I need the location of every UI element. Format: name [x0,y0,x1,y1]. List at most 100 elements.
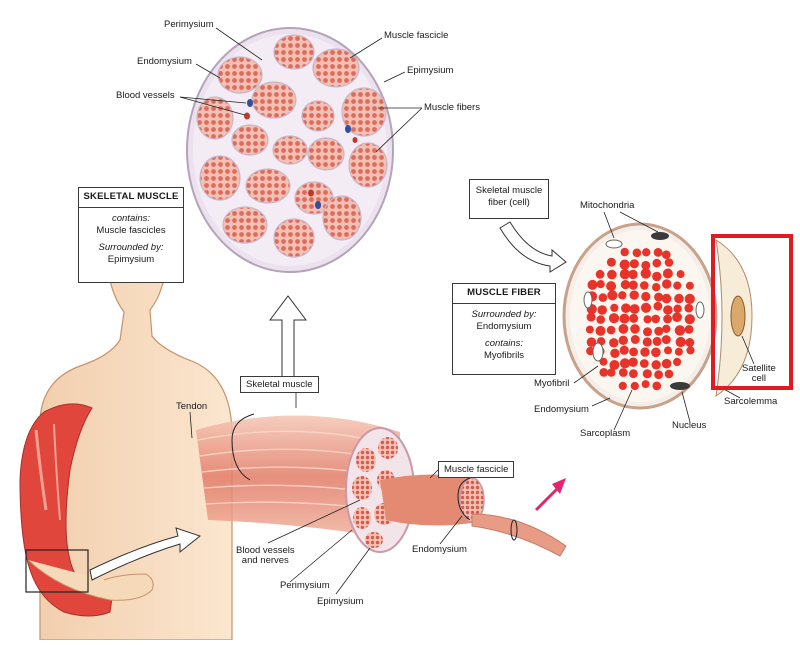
fiber-cell-box: Skeletal muscle fiber (cell) [469,179,549,219]
myofibril-dot [674,347,683,356]
myofibril-dot [661,358,672,369]
myofibril-dot [620,280,631,290]
highlight-box [711,234,793,390]
muscle-fiber-box: MUSCLE FIBER Surrounded by: Endomysium c… [452,283,556,375]
myofibril-dot [619,269,631,280]
muscle-bundle [196,413,567,557]
muscle-cross-section [186,27,394,273]
pink-arrow [534,478,566,512]
myofibril-dot [630,335,640,344]
skeletal-muscle-contains-value: Muscle fascicles [96,224,166,236]
myofibril-dot [619,313,630,324]
label-satellite-cell-line1: Satellite [742,363,776,374]
label-endomysium-top: Endomysium [137,56,192,67]
myofibril-dot [674,325,686,336]
myofibril-dot [628,357,638,367]
myofibril-dot [673,357,682,367]
myofibril-dot [606,257,616,267]
myofibril-dot [661,293,672,304]
label-satellite-cell: Satellite cell [742,363,776,385]
arrow-up-outline [269,295,307,379]
myofibril-dot [664,346,672,355]
myofibril-dot [628,280,638,290]
myofibril-dot [651,347,661,358]
myofibril-dot [686,346,695,355]
myofibril-dot [618,291,627,300]
myofibril-dot [674,293,684,304]
skeletal-muscle-surrounded-label: Surrounded by: [98,241,164,253]
myofibril-dot [621,303,631,314]
label-mitochondria: Mitochondria [580,200,635,211]
skeletal-muscle-box-title: SKELETAL MUSCLE [79,188,183,208]
label-blood-vessels-nerves: Blood vessels and nerves [236,545,295,567]
myofibril-dot [653,301,663,311]
label-blood-vessels-nerves-line1: Blood vessels [236,545,295,556]
myofibril-dot [662,324,671,333]
label-muscle-fascicle-top: Muscle fascicle [384,30,449,41]
myofibril-dot [597,305,607,315]
myofibril-dot [652,271,662,282]
myofibril-dot [676,270,685,279]
myofibril-dot [599,368,609,377]
myofibril-dot [642,369,652,379]
myofibril-dot [629,313,639,323]
myofibril-dot [662,250,671,259]
myofibril-dot [684,314,695,325]
myofibril-dot [619,345,629,355]
myofibril-dot [673,281,682,290]
myofibril-dot [587,279,598,290]
myofibril-dot [642,248,651,257]
label-sarcoplasm: Sarcoplasm [580,428,631,439]
fiber-cell-line1: Skeletal muscle [475,185,543,196]
label-sarcolemma: Sarcolemma [724,396,778,407]
arrow-to-bundle [89,527,202,581]
myofibril-dot [651,314,660,324]
myofibril-dot [628,269,638,280]
myofibril-dot [629,304,640,314]
myofibril-dot [620,247,629,257]
myofibril-dot [652,336,662,346]
myofibril-dot [663,305,673,315]
myofibril-dot [629,290,639,300]
myofibril-dot [673,304,682,313]
myofibril-dot [596,315,605,324]
myofibril-dot [643,315,652,324]
myofibril-dot [618,381,627,390]
muscle-fiber-contains-label: contains: [484,337,524,349]
satellite-cell [715,239,753,398]
skeletal-muscle-contains-label: contains: [111,212,151,224]
myofibril-dot [640,302,652,313]
myofibril-dot [653,248,663,257]
myofibril-dot [675,336,686,348]
myofibril-dot [609,360,620,370]
myofibril-dot [610,303,619,312]
myofibril-dot [585,325,594,334]
myofibril-dot [608,313,620,324]
myofibril-dot [641,291,651,302]
myofibril-dot [640,347,650,357]
label-endomysium-bottom: Endomysium [412,544,467,555]
myofibril-dot [684,325,694,334]
myofibril-dot [610,348,620,358]
arrow-to-fiber [499,221,567,273]
tag-muscle-fascicle: Muscle fascicle [438,461,515,478]
myofibril-dot [664,369,674,379]
label-endomysium-fiber: Endomysium [534,404,589,415]
muscle-fiber-surrounded-value: Endomysium [476,320,532,332]
myofibril-dot [595,269,605,279]
myofibril-dot [618,335,628,345]
myofibril-dot [586,312,596,322]
myofibril-dot [672,312,682,323]
label-myofibril: Myofibril [534,378,570,389]
myofibril-dot [619,259,630,270]
myofibril-dot [661,335,671,345]
myofibril-dot [630,381,639,391]
myofibril-dot [684,293,695,304]
myofibril-dot [599,357,608,366]
label-tendon: Tendon [176,401,208,412]
tag-skeletal-muscle: Skeletal muscle [240,376,319,393]
label-epimysium-bottom: Epimysium [317,596,364,607]
myofibril-dot [596,280,605,289]
myofibril-dot [609,338,619,348]
